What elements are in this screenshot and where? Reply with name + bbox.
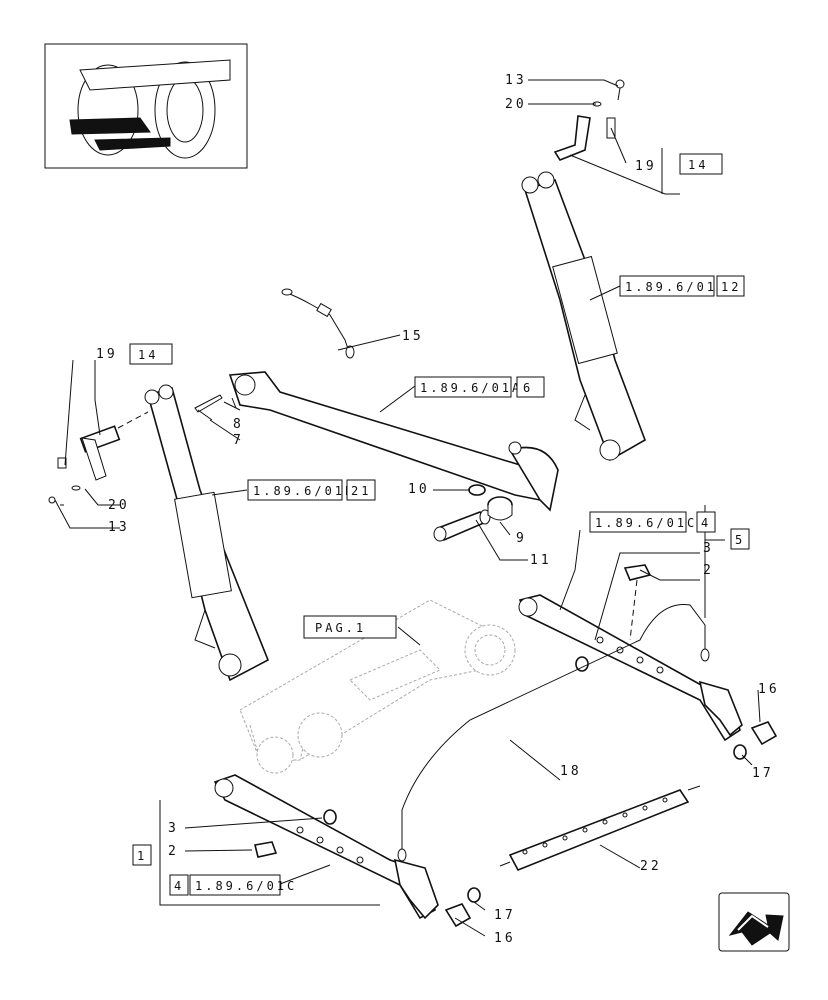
- svg-text:1.89.6/01C: 1.89.6/01C: [195, 879, 297, 893]
- svg-text:1.89.6/01C: 1.89.6/01C: [595, 516, 697, 530]
- svg-text:14: 14: [688, 158, 708, 172]
- label-13-left: 13: [108, 520, 130, 535]
- svg-text:5: 5: [735, 533, 745, 547]
- hook-part-16-right-icon: [750, 721, 778, 746]
- label-18: 18: [560, 764, 582, 779]
- drawbar-part-22-icon: [499, 785, 701, 872]
- center-top-link-icon: [194, 371, 559, 512]
- label-11: 11: [530, 553, 552, 568]
- label-20-top: 20: [505, 97, 527, 112]
- leader-lines: [54, 79, 761, 937]
- ref-box-1-89-6-01a[interactable]: 1.89.6/01A 6: [414, 376, 545, 398]
- pin-part-2-left-icon: [254, 841, 278, 858]
- label-10: 10: [408, 482, 430, 497]
- svg-text:1.89.6/01A: 1.89.6/01A: [420, 381, 522, 395]
- svg-text:PAG.1: PAG.1: [315, 621, 366, 635]
- top-link-left-icon: [144, 384, 270, 682]
- svg-text:4: 4: [701, 516, 711, 530]
- svg-text:1.89.6/01B: 1.89.6/01B: [625, 280, 727, 294]
- bushing-part-9-icon: [487, 496, 513, 521]
- tractor-thumbnail[interactable]: [44, 43, 248, 169]
- ref-box-1-89-6-01c-right[interactable]: 1.89.6/01C 4: [589, 511, 716, 533]
- bushing-part-3-left-icon: [323, 809, 337, 825]
- ref-box-top-right-14[interactable]: 14: [679, 153, 723, 175]
- lower-link-right-icon: [518, 594, 743, 742]
- label-16-left: 16: [494, 931, 516, 946]
- ref-box-1-89-6-01c-left[interactable]: 4 1.89.6/01C: [169, 874, 297, 896]
- pin-part-11-icon: [433, 509, 491, 542]
- hook-part-16-left-icon: [444, 903, 472, 928]
- pin-bracket-top-icon: [553, 79, 625, 161]
- label-8: 8: [233, 417, 244, 432]
- svg-text:4: 4: [174, 879, 184, 893]
- reference-boxes[interactable]: 14 1.89.6/01B 12 14 1.89.6/01A 6 1.89.6/…: [129, 153, 750, 896]
- label-22: 22: [640, 859, 662, 874]
- clip-part-10-icon: [468, 484, 486, 496]
- label-17-right: 17: [752, 766, 774, 781]
- washer-part-17-left-icon: [467, 887, 481, 903]
- check-chain-part-18-icon: [397, 603, 710, 862]
- part-labels: 13 20 19 15 19 8 7 10 20 13 9 11 3 2 16 …: [96, 73, 780, 946]
- label-2-right: 2: [703, 563, 714, 578]
- label-9: 9: [516, 531, 527, 546]
- tractor-wheel-icon: [69, 59, 231, 159]
- ref-box-1-89-6-01b-left[interactable]: 1.89.6/01B 21: [247, 479, 376, 501]
- label-15: 15: [402, 329, 424, 344]
- svg-text:1: 1: [137, 849, 147, 863]
- lower-link-left-icon: [213, 774, 439, 920]
- svg-text:12: 12: [721, 280, 741, 294]
- ref-box-1[interactable]: 1: [132, 844, 152, 866]
- ref-box-1-89-6-01b-top[interactable]: 1.89.6/01B 12: [619, 275, 745, 297]
- svg-text:21: 21: [351, 484, 371, 498]
- pin-bracket-left-icon: [48, 411, 149, 504]
- label-16-right: 16: [758, 682, 780, 697]
- chain-part-15-icon: [281, 288, 355, 359]
- ref-box-left-14[interactable]: 14: [129, 343, 173, 365]
- label-17-left: 17: [494, 908, 516, 923]
- label-7: 7: [233, 433, 244, 448]
- label-20-left: 20: [108, 498, 130, 513]
- svg-text:14: 14: [138, 348, 158, 362]
- rear-housing-ghost-icon: [239, 599, 516, 774]
- next-page-arrow-icon[interactable]: [718, 892, 790, 952]
- label-19-top: 19: [635, 159, 657, 174]
- label-3-right: 3: [703, 541, 714, 556]
- ref-box-5[interactable]: 5: [730, 528, 750, 550]
- svg-text:1.89.6/01B: 1.89.6/01B: [253, 484, 355, 498]
- label-3-left: 3: [168, 821, 179, 836]
- label-13-top: 13: [505, 73, 527, 88]
- label-2-left: 2: [168, 844, 179, 859]
- label-19-left: 19: [96, 347, 118, 362]
- ref-box-pag-1[interactable]: PAG.1: [303, 615, 397, 639]
- top-link-right-icon: [521, 171, 646, 462]
- svg-text:6: 6: [523, 381, 533, 395]
